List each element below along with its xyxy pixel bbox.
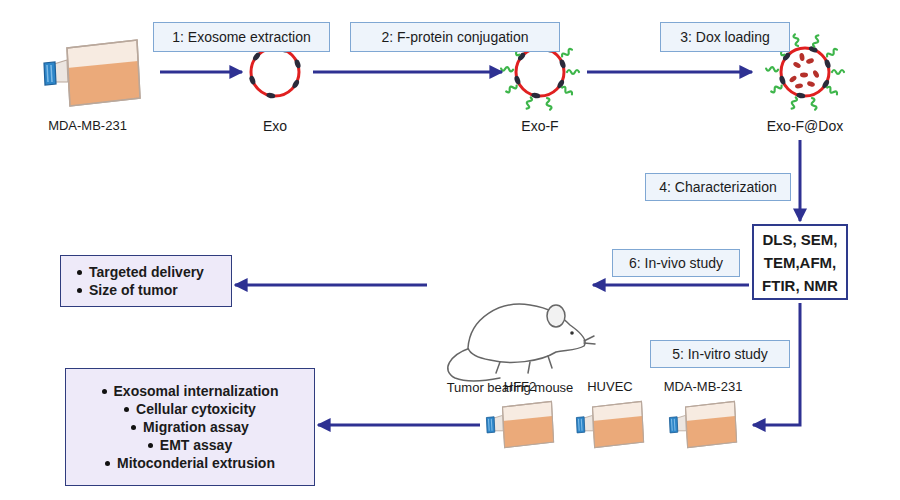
bullet-item: EMT assay bbox=[160, 436, 232, 454]
cell-flask-node: HFF2 bbox=[485, 378, 555, 460]
mouse-node: Tumor bearing mouse bbox=[430, 275, 590, 397]
bullet-row: Cellular cytoxicity bbox=[124, 400, 256, 418]
bullet-item: Exosomal internalization bbox=[114, 382, 279, 400]
flow-arrow bbox=[160, 71, 242, 74]
flow-arrow bbox=[313, 71, 502, 74]
cell-flask-node: HUVEC bbox=[575, 378, 645, 460]
bullet-item: Mitoconderial extrusion bbox=[117, 454, 275, 472]
node-label: HUVEC bbox=[587, 378, 633, 396]
bullet-row: EMT assay bbox=[148, 436, 232, 454]
cell-flask-node: MDA-MB-231 bbox=[658, 378, 748, 460]
culture-flask bbox=[486, 401, 553, 447]
exosome-symbol bbox=[248, 45, 301, 99]
bullet-row: Exosomal internalization bbox=[102, 382, 279, 400]
bullet-row: Mitoconderial extrusion bbox=[105, 454, 275, 472]
bullet-row: Targeted delivery bbox=[77, 263, 204, 281]
exosome-node: Exo-F@Dox bbox=[755, 45, 855, 135]
node-label: MDA-MB-231 bbox=[48, 117, 127, 135]
bullet-dot bbox=[105, 461, 110, 466]
node-label: Exo bbox=[263, 117, 287, 135]
bullet-item: Size of tumor bbox=[89, 281, 178, 299]
flow-arrow bbox=[235, 284, 427, 287]
step-label: 1: Exosome extraction bbox=[153, 22, 330, 52]
flow-arrow bbox=[799, 140, 802, 221]
culture-flask bbox=[44, 40, 140, 106]
step-label: 2: F-protein conjugation bbox=[350, 22, 560, 52]
exosome-node: Exo-F bbox=[505, 45, 575, 135]
bullet-dot bbox=[124, 407, 129, 412]
flow-arrow bbox=[587, 71, 752, 74]
cell-flask-node: MDA-MB-231 bbox=[30, 35, 145, 135]
bullet-row: Migration assay bbox=[131, 418, 249, 436]
step-label: 5: In-vitro study bbox=[650, 340, 790, 368]
bullet-row: Size of tumor bbox=[77, 281, 178, 299]
result-box: Targeted deliverySize of tumor bbox=[60, 255, 232, 307]
bullet-item: Targeted delivery bbox=[89, 263, 204, 281]
flow-arrow bbox=[318, 424, 480, 427]
node-label: MDA-MB-231 bbox=[664, 378, 743, 396]
node-label: Exo-F bbox=[521, 117, 558, 135]
mouse-sketch bbox=[448, 304, 595, 381]
bullet-dot bbox=[77, 288, 82, 293]
culture-flask bbox=[576, 401, 643, 447]
bullet-dot bbox=[77, 270, 82, 275]
step-label: 3: Dox loading bbox=[660, 22, 790, 52]
step-label: 4: Characterization bbox=[645, 173, 791, 201]
bullet-item: Cellular cytoxicity bbox=[136, 400, 256, 418]
flow-arrow bbox=[593, 284, 749, 287]
node-label: Exo-F@Dox bbox=[767, 117, 843, 135]
bullet-item: Migration assay bbox=[143, 418, 249, 436]
node-label: HFF2 bbox=[504, 378, 537, 396]
exosome-node: Exo bbox=[245, 45, 305, 135]
bullet-dot bbox=[102, 389, 107, 394]
result-box: Exosomal internalizationCellular cytoxic… bbox=[65, 368, 315, 486]
bullet-dot bbox=[131, 425, 136, 430]
method-box: DLS, SEM, TEM,AFM, FTIR, NMR bbox=[752, 224, 848, 300]
culture-flask bbox=[669, 401, 736, 447]
bullet-dot bbox=[148, 443, 153, 448]
node-label: DLS, SEM, TEM,AFM, FTIR, NMR bbox=[758, 228, 842, 297]
step-label: 6: In-vivo study bbox=[612, 249, 740, 277]
